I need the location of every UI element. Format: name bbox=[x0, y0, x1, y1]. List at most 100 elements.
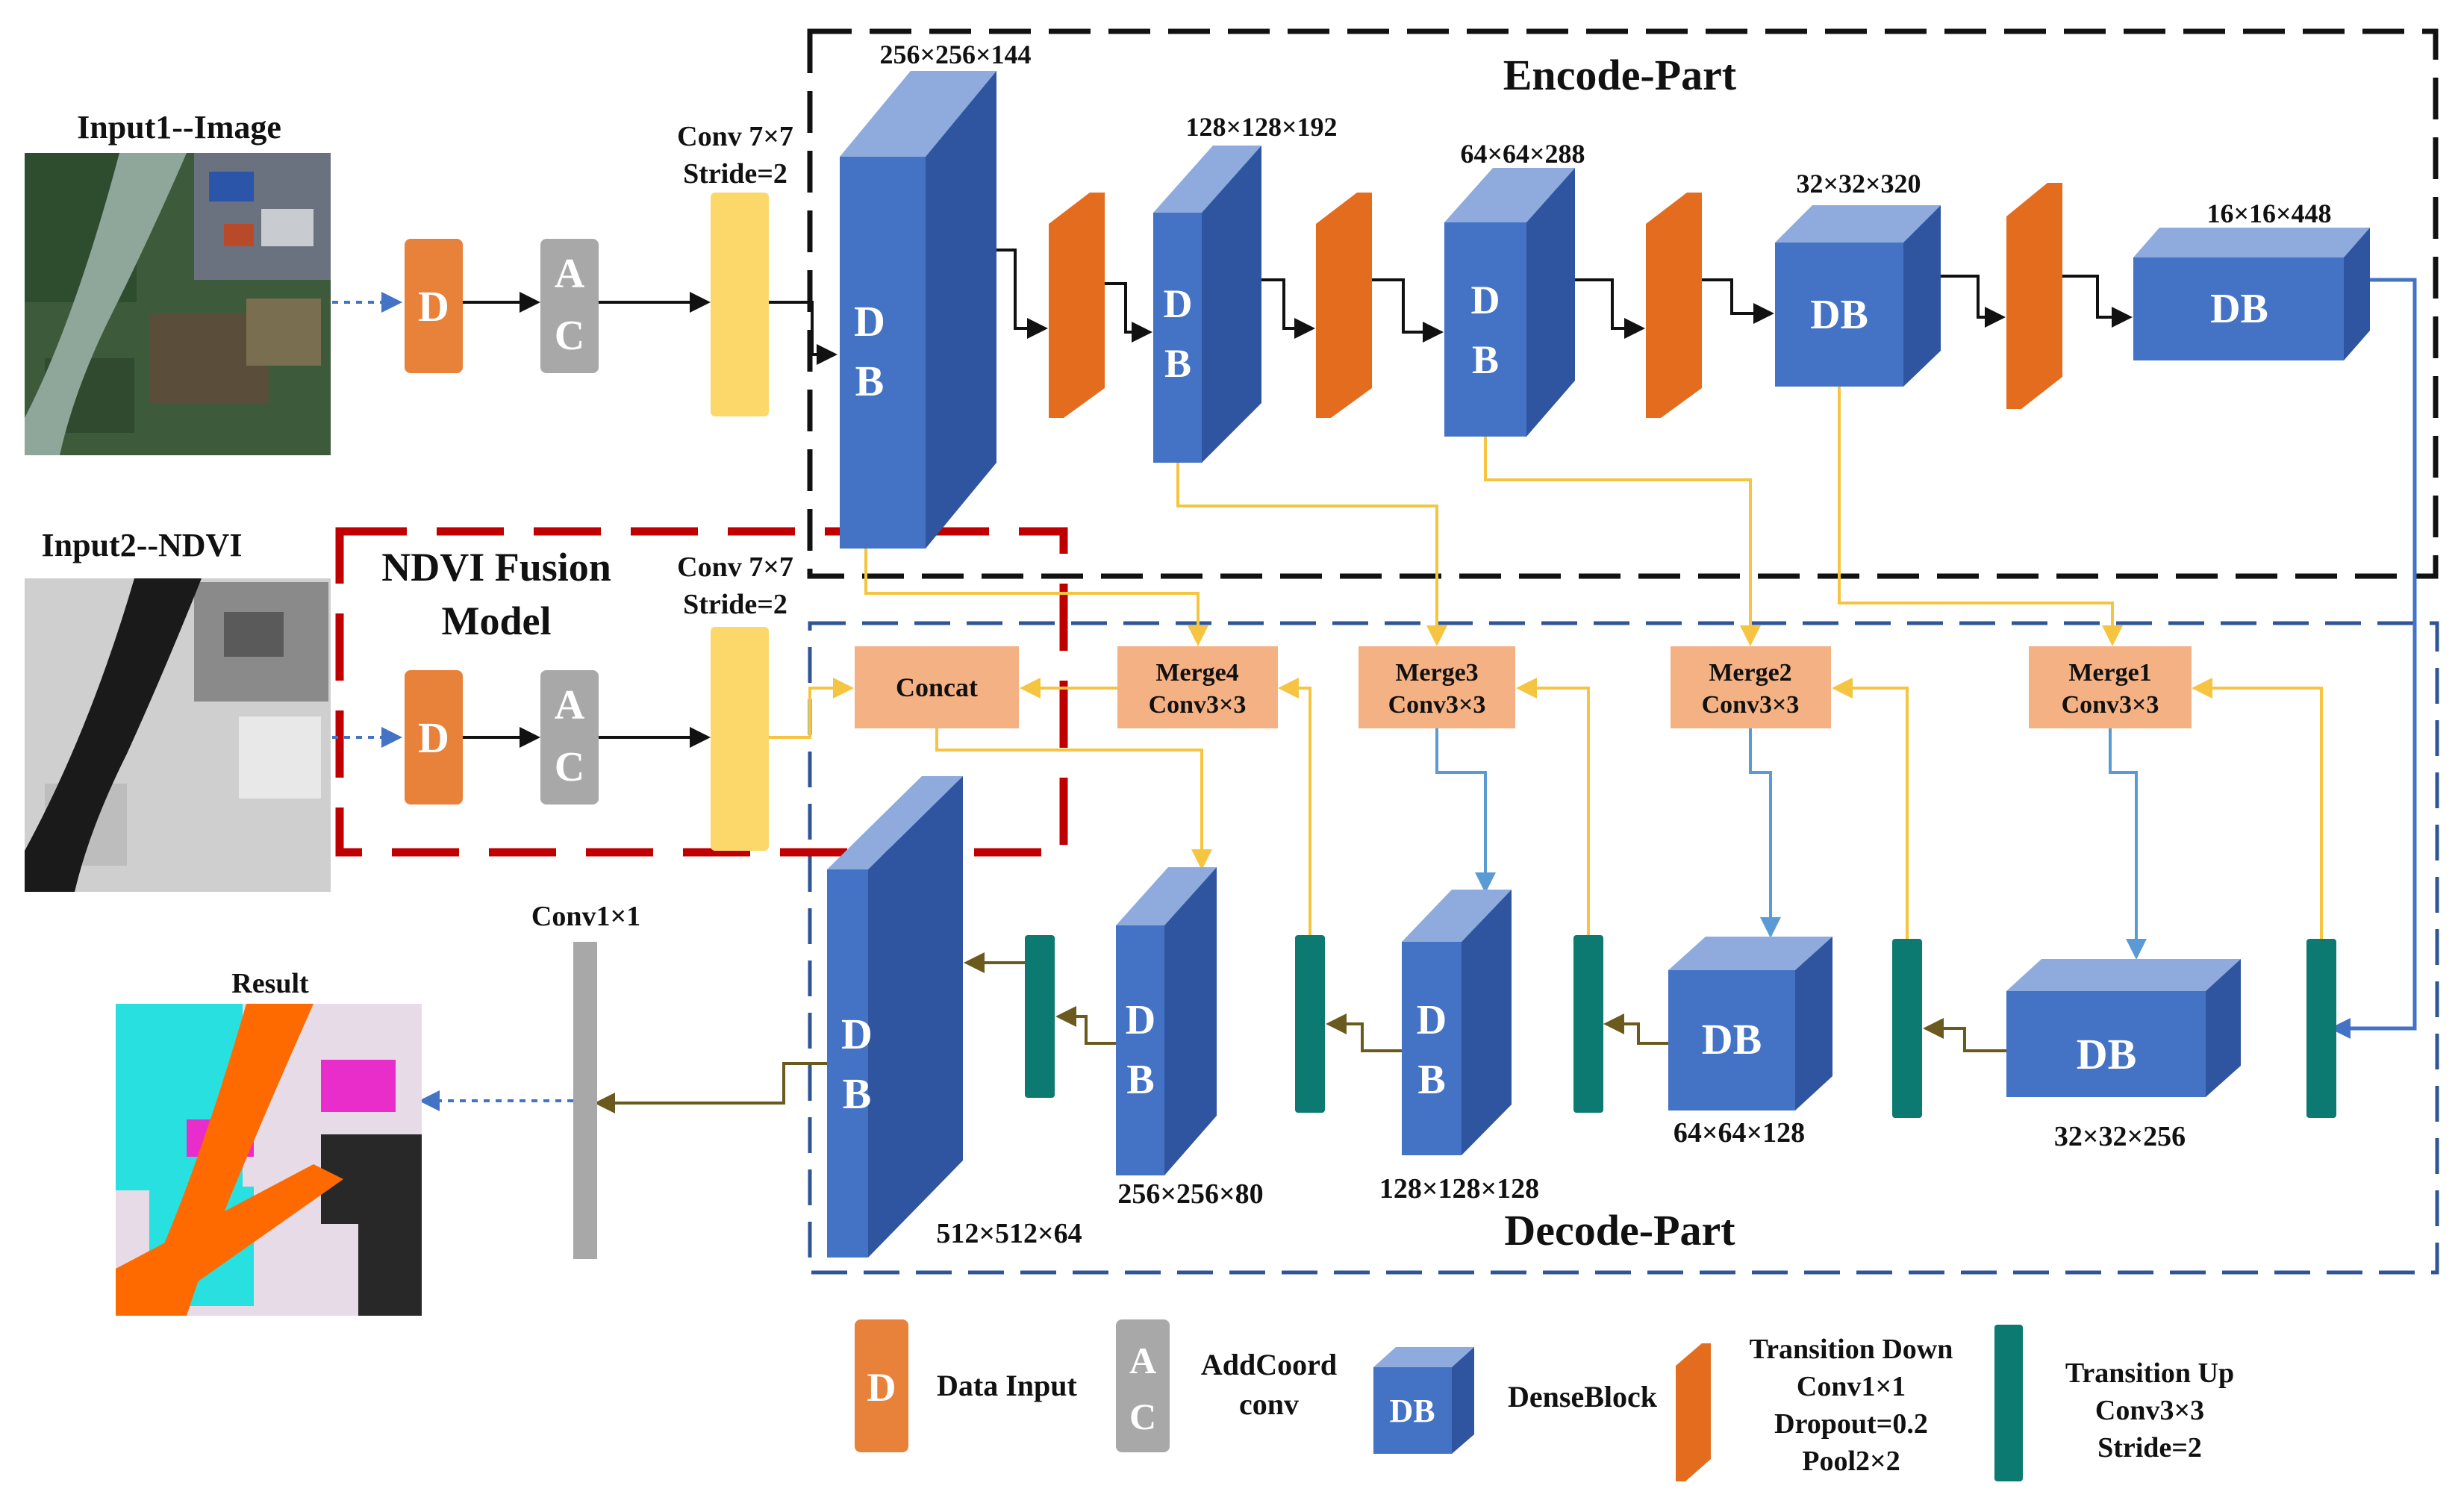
transition-up-1 bbox=[2306, 939, 2336, 1118]
encoder-denseblock-2 bbox=[1153, 146, 1261, 463]
conv7-block-bottom bbox=[711, 627, 769, 851]
conv7-block-top bbox=[711, 193, 769, 416]
skip-db3-to-merge2 bbox=[1484, 437, 1761, 646]
addcoord-letter-a-bottom: A bbox=[555, 682, 585, 728]
decoder-denseblock-5 bbox=[2006, 959, 2241, 1097]
legend-data-input-swatch bbox=[855, 1319, 908, 1452]
merge3-to-ddb3 bbox=[1435, 728, 1496, 893]
transition-down-3 bbox=[1646, 193, 1702, 418]
arrow-conv-to-concat bbox=[769, 678, 854, 739]
transition-down-2 bbox=[1316, 193, 1372, 418]
merge4-label-line1: Merge4 bbox=[1155, 659, 1238, 687]
decoder-denseblock-4 bbox=[1668, 937, 1832, 1110]
transition-up-4 bbox=[1295, 935, 1325, 1113]
addcoord-letter-c-top: C bbox=[555, 313, 584, 359]
encoder-db3-letter-b: B bbox=[1472, 337, 1499, 382]
addcoord-block-top bbox=[540, 239, 599, 373]
merge4-label-line2: Conv3×3 bbox=[1149, 691, 1247, 719]
skip-db4-to-merge1 bbox=[1838, 387, 2123, 646]
arrow-ddb2-to-tu5 bbox=[1055, 1006, 1116, 1045]
result-label: Result bbox=[231, 968, 309, 999]
conv1x1-label: Conv1×1 bbox=[531, 901, 640, 932]
encoder-db2-letter-d: D bbox=[1164, 281, 1193, 326]
encoder-dim-3: 64×64×288 bbox=[1460, 139, 1585, 169]
arrow-conv-to-db1 bbox=[769, 301, 837, 365]
arrow-ddb4-to-tu3 bbox=[1603, 1013, 1668, 1045]
decoder-db3-letter-d: D bbox=[1417, 997, 1447, 1043]
conv7-label-bottom-line1: Conv 7×7 bbox=[677, 552, 793, 583]
decoder-db1-letter-d: D bbox=[841, 1010, 873, 1058]
arrow-ddb5-to-tu2 bbox=[1923, 1018, 2006, 1052]
conv7-label-top-line2: Stride=2 bbox=[683, 158, 787, 190]
legend-tu-label-line3: Stride=2 bbox=[2097, 1432, 2202, 1463]
legend-addcoord-swatch bbox=[1116, 1319, 1170, 1452]
arrow-db3-to-td3 bbox=[1575, 278, 1645, 339]
decoder-dim-5: 32×32×256 bbox=[2054, 1121, 2186, 1152]
decoder-db1-letter-b: B bbox=[843, 1069, 872, 1118]
encoder-dim-2: 128×128×192 bbox=[1185, 112, 1337, 142]
encoder-dim-4: 32×32×320 bbox=[1796, 169, 1921, 199]
encoder-db1-letter-b: B bbox=[855, 357, 885, 405]
addcoord-letter-c-bottom: C bbox=[555, 744, 584, 790]
legend-addcoord-letter-c: C bbox=[1129, 1396, 1156, 1437]
input2-ndvi-image bbox=[25, 578, 331, 892]
decoder-db2-letter-b: B bbox=[1126, 1057, 1154, 1103]
decoder-denseblock-1 bbox=[827, 776, 963, 1258]
result-segmentation-image bbox=[116, 1004, 422, 1316]
legend-addcoord-label-line1: AddCoord bbox=[1201, 1348, 1337, 1381]
arrow-td2-to-db3 bbox=[1372, 278, 1444, 343]
input1-satellite-image bbox=[25, 153, 331, 455]
data-input-letter-top: D bbox=[418, 282, 449, 331]
data-input-block-top bbox=[405, 239, 463, 373]
merge4-block bbox=[1117, 646, 1278, 728]
concat-to-ddb2 bbox=[935, 728, 1212, 870]
merge2-label-line1: Merge2 bbox=[1709, 659, 1791, 687]
legend-denseblock-swatch bbox=[1373, 1347, 1474, 1454]
merge3-block bbox=[1359, 646, 1515, 728]
legend-td-label-line2: Conv1×1 bbox=[1797, 1371, 1906, 1402]
arrow-td3-to-db4 bbox=[1702, 278, 1774, 324]
arrow-db1-to-td1 bbox=[996, 249, 1048, 339]
merge2-label-line2: Conv3×3 bbox=[1702, 691, 1800, 719]
legend-td-label-line3: Dropout=0.2 bbox=[1774, 1408, 1928, 1440]
merge1-label-line2: Conv3×3 bbox=[2062, 691, 2159, 719]
arrow-ddb3-to-tu4 bbox=[1326, 1013, 1402, 1052]
encoder-dim-5: 16×16×448 bbox=[2206, 199, 2331, 228]
legend-addcoord-label-line2: conv bbox=[1239, 1387, 1299, 1421]
arrow-ddb1-to-conv1x1 bbox=[594, 1062, 827, 1113]
encoder-denseblock-5 bbox=[2133, 228, 2370, 360]
merge1-block bbox=[2029, 646, 2192, 728]
decoder-db2-letter-d: D bbox=[1126, 997, 1155, 1043]
transition-down-1 bbox=[1049, 193, 1105, 418]
addcoord-block-bottom bbox=[540, 670, 599, 805]
encoder-db4-label: DB bbox=[1810, 292, 1868, 338]
ndvi-fusion-subtitle: Model bbox=[442, 599, 552, 643]
decoder-db3-letter-b: B bbox=[1417, 1057, 1445, 1103]
transition-up-5 bbox=[1025, 935, 1055, 1098]
transition-up-2 bbox=[1892, 939, 1922, 1118]
encoder-db2-letter-b: B bbox=[1164, 341, 1191, 386]
decode-part-title: Decode-Part bbox=[1504, 1206, 1735, 1255]
merge2-to-ddb4 bbox=[1749, 728, 1781, 938]
encoder-denseblock-3 bbox=[1444, 168, 1575, 437]
transition-down-4 bbox=[2006, 183, 2062, 409]
decode-part-frame bbox=[808, 621, 2439, 1275]
merge3-label-line2: Conv3×3 bbox=[1388, 691, 1486, 719]
decoder-dim-3: 128×128×128 bbox=[1379, 1173, 1539, 1205]
tu1-to-merge1 bbox=[2192, 678, 2323, 939]
data-input-block-bottom bbox=[405, 670, 463, 805]
input1-label: Input1--Image bbox=[77, 109, 281, 146]
legend-transition-down-swatch bbox=[1676, 1343, 1711, 1481]
legend-tu-label-line2: Conv3×3 bbox=[2095, 1395, 2204, 1426]
merge1-to-ddb5 bbox=[2109, 728, 2147, 960]
encoder-db1-letter-d: D bbox=[854, 297, 885, 346]
ndvi-fusion-frame bbox=[335, 527, 1068, 857]
legend-addcoord-letter-a: A bbox=[1129, 1340, 1156, 1381]
arrow-td4-to-db5 bbox=[2062, 275, 2133, 328]
legend-denseblock-letter: DB bbox=[1389, 1393, 1435, 1429]
tu3-to-merge3 bbox=[1516, 678, 1590, 935]
conv7-label-top-line1: Conv 7×7 bbox=[677, 121, 793, 152]
concat-block bbox=[855, 646, 1019, 728]
decoder-dim-4: 64×64×128 bbox=[1674, 1117, 1805, 1149]
